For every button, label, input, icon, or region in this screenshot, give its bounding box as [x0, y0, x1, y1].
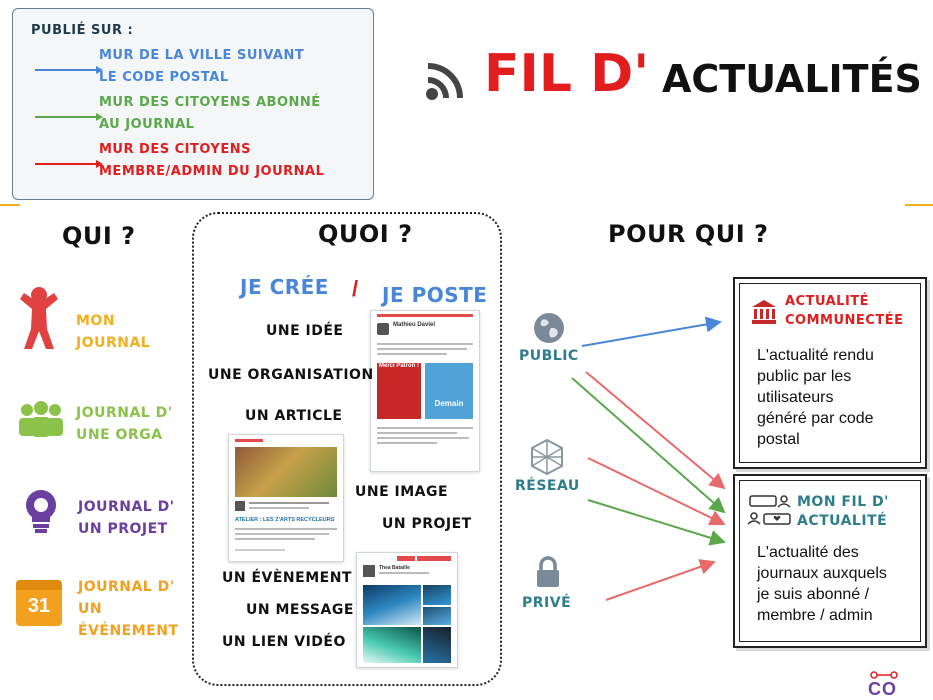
legend-item-membre: Mur des CitoyensMembre/Admin du journal	[99, 142, 325, 179]
quoi-article: Un article	[245, 408, 343, 424]
title-actualites: Actualités	[662, 57, 922, 101]
je-cree: Je crée	[240, 275, 329, 299]
channel-prive: Privé	[522, 595, 572, 611]
slash: /	[352, 276, 359, 301]
quoi-message: Un Message	[246, 602, 354, 618]
channel-public: Public	[519, 348, 579, 364]
poster-merci-patron: Merci Patron !	[377, 363, 421, 419]
heading-qui: Qui ?	[62, 222, 136, 250]
bank-icon	[752, 300, 776, 324]
qui-journal-projet: Journal d'un projet	[78, 499, 175, 537]
lightbulb-icon	[26, 490, 57, 533]
quoi-projet: Un projet	[382, 516, 472, 532]
feed-icon	[747, 495, 791, 525]
network-icon	[531, 438, 563, 476]
legend-scroll: Publié sur : Mur de la ville suivantle c…	[12, 8, 374, 200]
legend-arrow-green	[35, 113, 103, 120]
legend-item-ville: Mur de la ville suivantle code postal	[99, 48, 305, 85]
divider-right	[905, 204, 933, 206]
lock-icon	[537, 556, 559, 587]
quoi-organisation: Une organisation	[208, 367, 374, 383]
channel-reseau: Réseau	[515, 478, 580, 494]
communecter-logo: CO	[866, 670, 902, 699]
heading-quoi: Quoi ?	[318, 220, 413, 248]
arrow-public-blue	[581, 316, 722, 347]
legend-arrow-red	[35, 160, 103, 167]
calendar-day: 31	[27, 595, 51, 617]
quoi-image: Une image	[355, 484, 449, 500]
arrow-reseau-green	[587, 499, 726, 546]
heading-pour-qui: Pour qui ?	[608, 220, 769, 248]
poster-demain: Demain	[425, 363, 473, 419]
title-fil: Fil d'	[484, 44, 650, 104]
qui-journal-orga: Journal d'une orga	[76, 405, 173, 443]
arrow-public-red	[585, 371, 726, 490]
person-icon	[20, 287, 58, 349]
je-poste: Je poste	[382, 283, 488, 307]
arrow-prive-red	[605, 559, 716, 601]
arrow-reseau-red	[587, 457, 726, 526]
legend-title: Publié sur :	[31, 23, 134, 38]
post-screenshot-2: ATELIER : LES Z'ARTS RECYCLEURS	[228, 434, 344, 562]
legend-arrow-blue	[35, 66, 103, 73]
arrow-public-green	[571, 377, 726, 514]
quoi-lien-video: Un lien vidéo	[222, 634, 346, 650]
post3-name: Thea Bataille	[379, 565, 410, 571]
article-title: ATELIER : LES Z'ARTS RECYCLEURS	[235, 517, 335, 523]
post-screenshot-3: Thea Bataille	[356, 552, 458, 668]
box1-title: Actualitécommunectée	[785, 294, 904, 328]
box-mon-fil-actualite: Mon fil d'actualité L'actualité desjourn…	[733, 474, 927, 648]
divider-left	[0, 204, 20, 206]
box-actualite-communectee: Actualitécommunectée L'actualité rendupu…	[733, 277, 927, 469]
quoi-evenement: Un évènement	[222, 570, 352, 586]
calendar-icon: 31	[16, 580, 62, 626]
qui-journal-evenement: Journal d'unévénement	[78, 579, 179, 639]
quoi-idee: Une idée	[266, 323, 344, 339]
group-icon	[19, 401, 63, 437]
box2-title: Mon fil d'actualité	[797, 494, 889, 529]
qui-mon-journal: Monjournal	[76, 313, 151, 351]
post-screenshot-1: Mathieu Daviel Merci Patron ! Demain	[370, 310, 480, 472]
legend-item-abonne: Mur des Citoyens abonnéau journal	[99, 95, 321, 132]
quoi-container	[192, 212, 502, 686]
rss-icon	[426, 63, 463, 100]
post1-name: Mathieu Daviel	[393, 322, 436, 328]
globe-icon	[534, 313, 564, 343]
